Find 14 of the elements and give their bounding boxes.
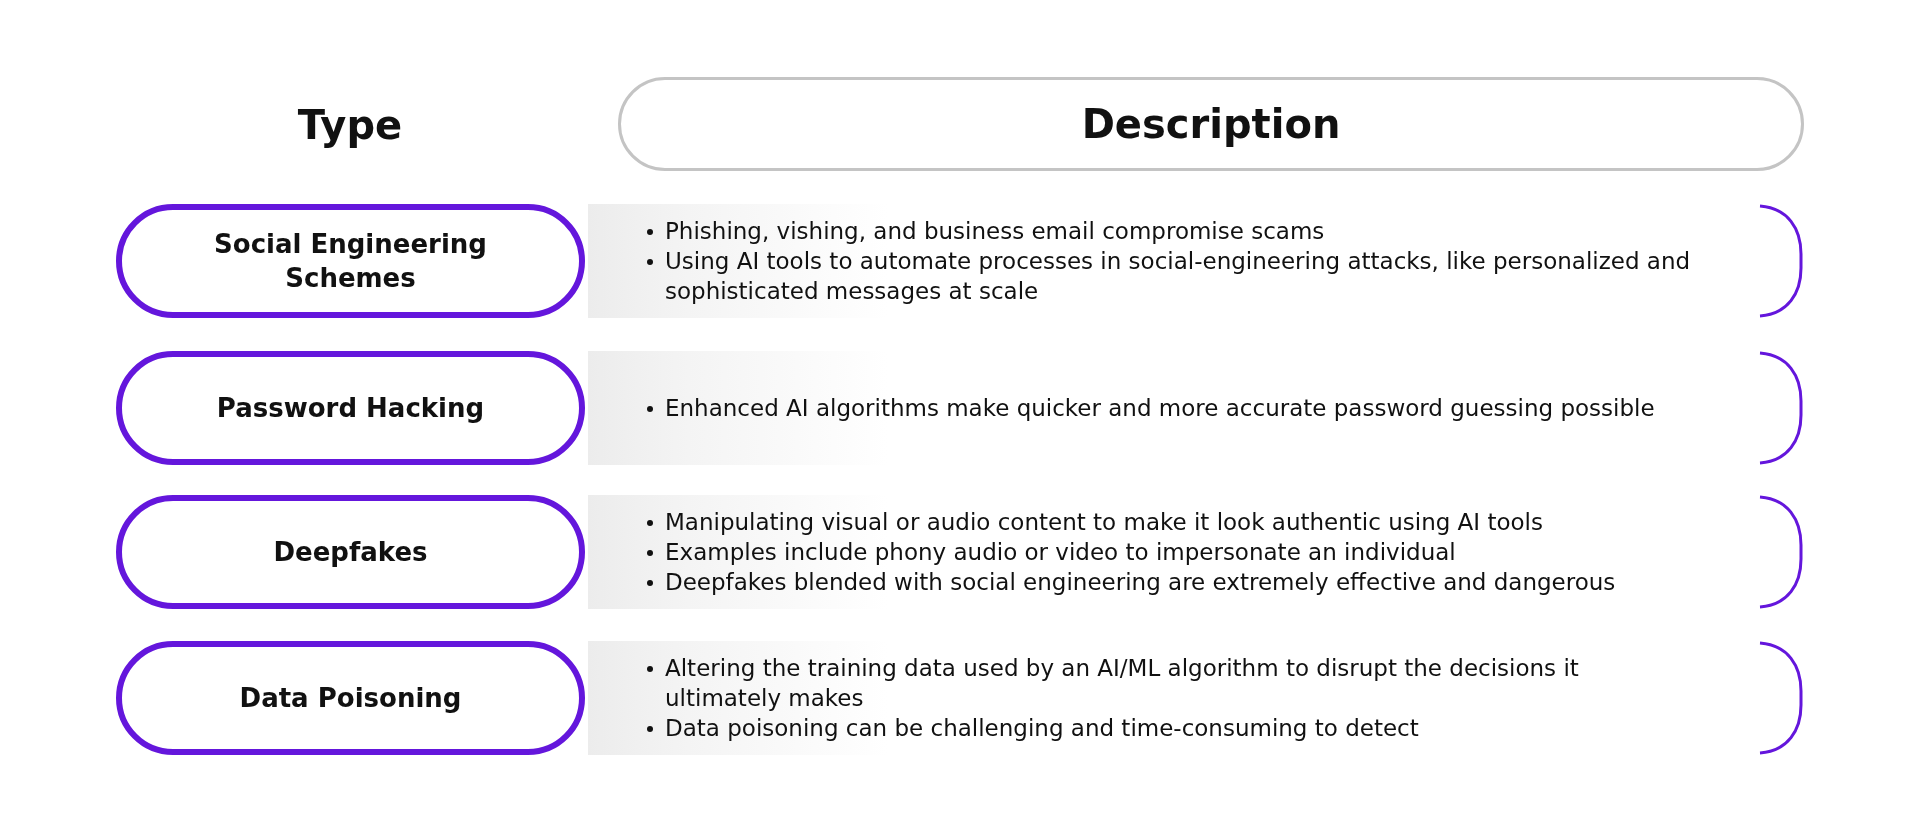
bullet-item: Examples include phony audio or video to impersonate an individual [645,537,1694,567]
bullet-item: Manipulating visual or audio content to make it look authentic using AI tools [645,507,1694,537]
bullet-item: Deepfakes blended with social engineering are extremely effective and dangerous [645,567,1694,597]
bullet-item: Enhanced AI algorithms make quicker and more accurate password guessing possible [645,393,1694,423]
header-pill: Description [618,77,1804,171]
bullet-item: Phishing, vishing, and business email compromise scams [645,216,1694,246]
type-pill: Social Engineering Schemes [116,204,585,318]
type-pill: Deepfakes [116,495,585,609]
bullet-item: Altering the training data used by an AI/ML algorithm to disrupt the decisions it ultimately makes [645,653,1694,713]
column-header: Type [296,101,404,150]
type-pill: Data Poisoning [116,641,585,755]
bullet-item: Data poisoning can be challenging and time-consuming to detect [645,713,1694,743]
type-pill: Password Hacking [116,351,585,465]
bullet-item: Using AI tools to automate processes in social-engineering attacks, like personalized and sophisticated messages at scale [645,246,1694,306]
